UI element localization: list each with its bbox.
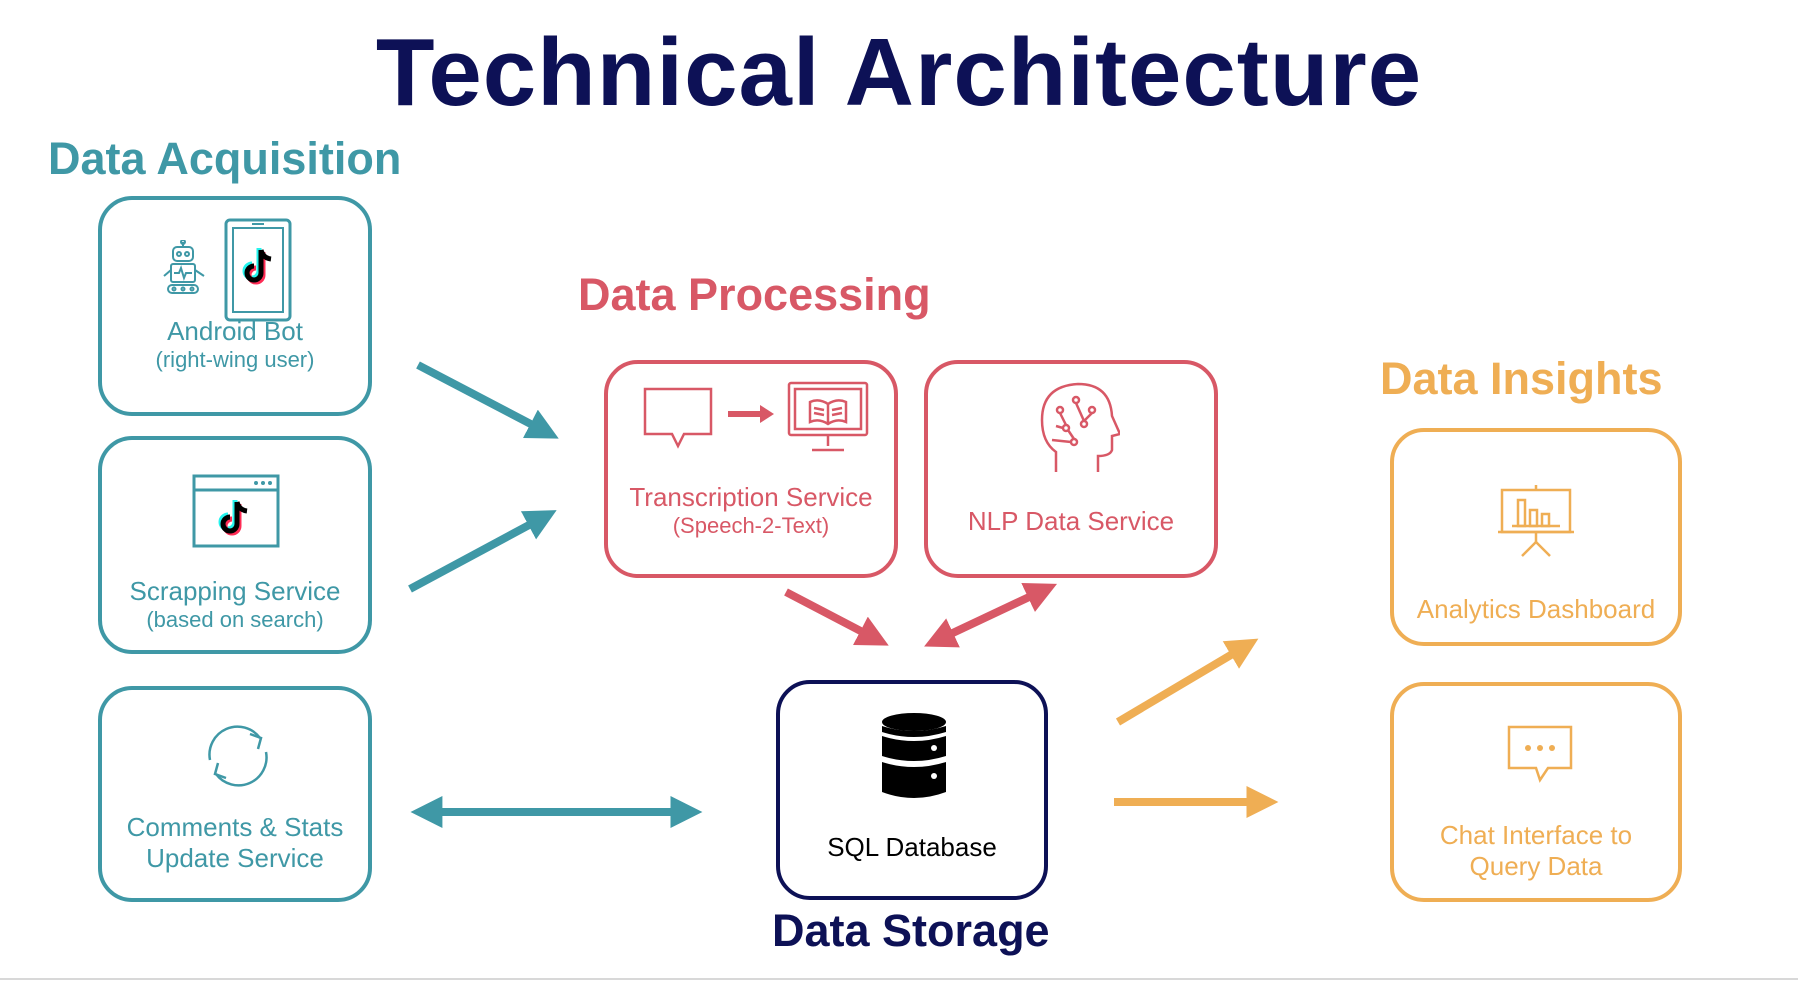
transcription-service-box: Transcription Service (Speech-2-Text) (604, 360, 898, 578)
arrow-nlp-database (924, 583, 1058, 648)
phone-tiktok-icon (224, 218, 292, 322)
android-bot-sublabel: (right-wing user) (155, 347, 315, 373)
chat-interface-sublabel: Query Data (1469, 851, 1603, 882)
transcription-service-label: Transcription Service (629, 482, 873, 512)
comments-stats-box: Comments & Stats Update Service (98, 686, 372, 902)
page-title: Technical Architecture (375, 19, 1423, 126)
database-icon (882, 713, 946, 798)
chat-bubble-icon (1507, 725, 1573, 783)
arrow-scrapping-to-processing (408, 510, 557, 593)
sql-database-label: SQL Database (827, 832, 997, 862)
nlp-data-service-label: NLP Data Service (967, 506, 1175, 536)
slide-bottom-divider (0, 978, 1798, 980)
chat-interface-label: Chat Interface to (1439, 820, 1633, 850)
nlp-data-service-box: NLP Data Service (924, 360, 1218, 578)
section-data-acquisition: Data Acquisition (48, 133, 402, 184)
brain-head-icon (1040, 382, 1120, 472)
arrow-database-to-dashboard (1115, 638, 1259, 726)
comments-stats-sublabel: Update Service (146, 843, 324, 874)
section-data-storage: Data Storage (772, 905, 1050, 956)
analytics-dashboard-label: Analytics Dashboard (1416, 594, 1656, 624)
android-bot-label: Android Bot (167, 316, 303, 346)
section-data-insights: Data Insights (1380, 353, 1663, 404)
section-data-processing: Data Processing (578, 269, 931, 320)
comments-stats-label: Comments & Stats (126, 812, 344, 842)
scrapping-service-label: Scrapping Service (129, 576, 341, 606)
arrow-transcription-to-database (784, 588, 889, 646)
robot-icon (163, 240, 205, 294)
arrow-bot-to-processing (416, 361, 559, 439)
transcription-service-sublabel: (Speech-2-Text) (672, 513, 830, 539)
speech-bubble-icon (643, 387, 713, 449)
analytics-dashboard-box: Analytics Dashboard (1390, 428, 1682, 646)
monitor-book-icon (787, 381, 869, 452)
sql-database-box: SQL Database (776, 680, 1048, 900)
chat-interface-box: Chat Interface to Query Data (1390, 682, 1682, 902)
arrow-right-icon (728, 405, 774, 423)
android-bot-box: Android Bot (right-wing user) (98, 196, 372, 416)
scrapping-service-sublabel: (based on search) (146, 607, 324, 633)
presentation-chart-icon (1498, 485, 1574, 557)
scrapping-service-box: Scrapping Service (based on search) (98, 436, 372, 654)
browser-tiktok-icon (192, 474, 280, 548)
refresh-icon (208, 725, 268, 787)
